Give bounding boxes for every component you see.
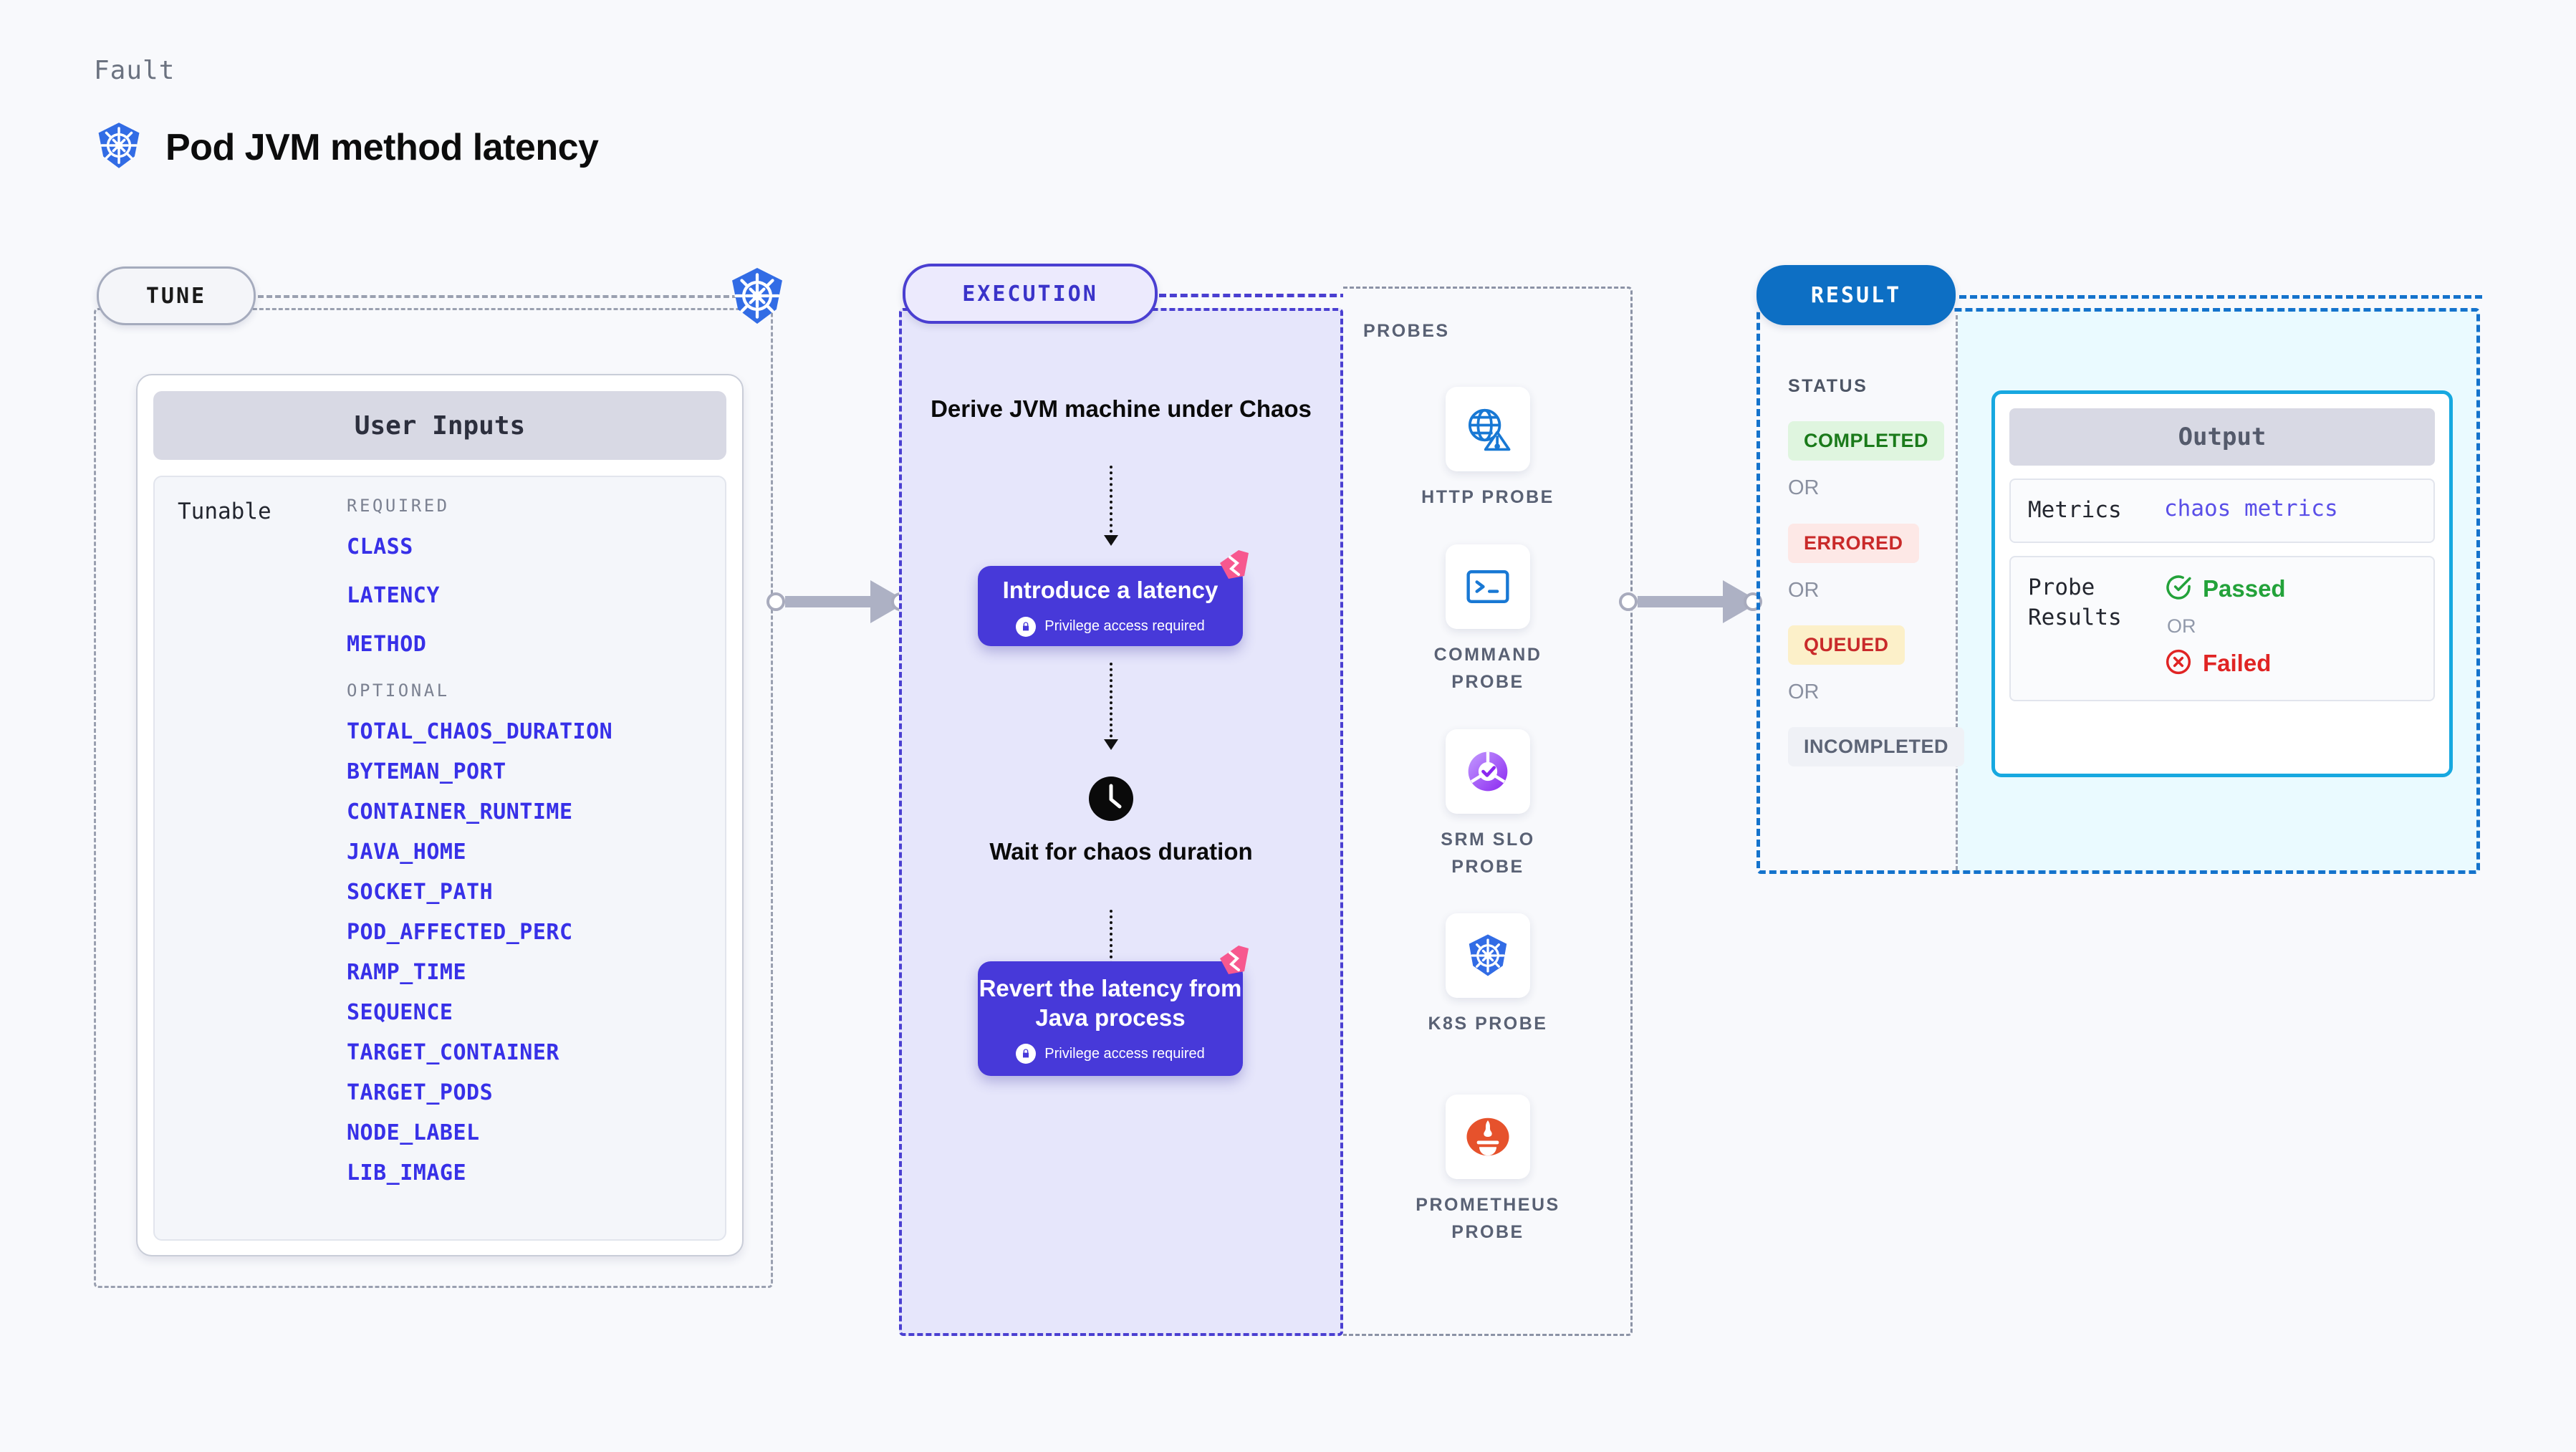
connector-dot-start	[1619, 592, 1638, 611]
terminal-icon	[1446, 544, 1530, 629]
result-dashed-connector	[1959, 295, 2482, 299]
execution-pill-label[interactable]: EXECUTION	[903, 264, 1158, 324]
execution-section	[899, 308, 1343, 1336]
probe-k8s[interactable]: K8S PROBE	[1409, 913, 1567, 1038]
status-or-2: OR	[1788, 579, 1820, 602]
param-container-runtime[interactable]: CONTAINER_RUNTIME	[347, 799, 573, 824]
user-inputs-title: User Inputs	[153, 391, 726, 460]
status-or-1: OR	[1788, 476, 1820, 499]
param-byteman-port[interactable]: BYTEMAN_PORT	[347, 759, 506, 784]
privilege-text: Privilege access required	[1044, 618, 1205, 635]
slo-gauge-check-icon	[1446, 729, 1530, 814]
eyebrow-fault: Fault	[94, 56, 176, 85]
connector-shaft	[785, 596, 873, 607]
probe-label: COMMAND PROBE	[1433, 645, 1542, 692]
probe-label: HTTP PROBE	[1421, 487, 1554, 507]
optional-params: TOTAL_CHAOS_DURATION BYTEMAN_PORT CONTAI…	[347, 719, 712, 1186]
privilege-text: Privilege access required	[1044, 1045, 1205, 1062]
litmus-logo-icon	[1214, 547, 1253, 585]
passed-label: Passed	[2203, 575, 2286, 602]
param-sequence[interactable]: SEQUENCE	[347, 1000, 453, 1025]
param-java-home[interactable]: JAVA_HOME	[347, 840, 467, 865]
execution-step-wait-chaos: Wait for chaos duration	[989, 838, 1253, 865]
param-class[interactable]: CLASS	[347, 534, 413, 559]
clock-icon	[1088, 776, 1134, 822]
status-badge-incompleted: INCOMPLETED	[1788, 727, 1965, 766]
connector-dot-start	[766, 592, 785, 611]
card-title: Revert the latency from Java process	[979, 974, 1242, 1031]
kubernetes-icon	[726, 265, 788, 327]
param-node-label[interactable]: NODE_LABEL	[347, 1120, 480, 1145]
status-badge-errored: ERRORED	[1788, 524, 1919, 563]
probe-label: K8S PROBE	[1428, 1014, 1548, 1034]
privilege-note: Privilege access required	[1016, 616, 1205, 637]
status-badge-queued: QUEUED	[1788, 625, 1905, 665]
param-pod-affected-perc[interactable]: POD_AFFECTED_PERC	[347, 920, 573, 945]
failed-label: Failed	[2203, 650, 2272, 677]
x-circle-icon	[2164, 648, 2193, 680]
output-title: Output	[2009, 408, 2435, 466]
status-badge-completed: COMPLETED	[1788, 421, 1945, 461]
result-pill-label[interactable]: RESULT	[1756, 265, 1956, 325]
tune-pill-label[interactable]: TUNE	[97, 266, 256, 325]
required-params: CLASS LATENCY METHOD	[347, 534, 712, 657]
execution-card-revert-latency[interactable]: Revert the latency from Java process Pri…	[978, 946, 1249, 1076]
probe-results-values: Passed OR Failed	[2164, 573, 2286, 680]
connector-execution-to-result	[1619, 580, 1762, 623]
output-row-probe-results: Probe Results Passed OR	[2009, 555, 2435, 701]
optional-group-label: OPTIONAL	[347, 681, 450, 701]
param-method[interactable]: METHOD	[347, 632, 427, 657]
flow-arrow-1	[1104, 466, 1118, 546]
lock-icon	[1016, 616, 1037, 637]
lock-icon	[1016, 1044, 1037, 1064]
page-title: Pod JVM method latency	[165, 126, 599, 168]
page-header: Pod JVM method latency	[94, 120, 599, 174]
litmus-logo-icon	[1214, 943, 1253, 980]
param-total-chaos-duration[interactable]: TOTAL_CHAOS_DURATION	[347, 719, 613, 744]
param-latency[interactable]: LATENCY	[347, 583, 440, 608]
probes-section-label: PROBES	[1363, 321, 1450, 341]
tune-dashed-connector	[258, 295, 738, 298]
output-card: Output Metrics chaos metrics Probe Resul…	[1991, 390, 2453, 777]
check-circle-icon	[2164, 573, 2193, 605]
result-column-divider	[1956, 315, 1958, 870]
card-title: Introduce a latency	[1002, 577, 1219, 604]
execution-card-introduce-latency[interactable]: Introduce a latency Privilege access req…	[978, 550, 1249, 646]
result-section	[1756, 308, 2480, 874]
flow-arrow-2	[1104, 663, 1118, 750]
metrics-key: Metrics	[2028, 497, 2122, 523]
status-or-3: OR	[1788, 681, 1820, 703]
status-label: STATUS	[1788, 376, 1868, 396]
required-group-label: REQUIRED	[347, 496, 450, 516]
kubernetes-icon	[94, 120, 144, 174]
param-ramp-time[interactable]: RAMP_TIME	[347, 960, 467, 985]
probe-results-key: Probe Results	[2028, 574, 2122, 630]
tunable-row-label: Tunable	[178, 499, 271, 524]
probe-label: SRM SLO PROBE	[1441, 830, 1535, 877]
connector-tune-to-execution	[766, 580, 910, 623]
param-socket-path[interactable]: SOCKET_PATH	[347, 880, 494, 905]
probe-result-failed: Failed	[2164, 648, 2286, 680]
probe-label: PROMETHEUS PROBE	[1416, 1195, 1560, 1242]
prometheus-icon	[1446, 1095, 1530, 1179]
param-lib-image[interactable]: LIB_IMAGE	[347, 1160, 467, 1186]
tune-section	[94, 308, 773, 1288]
user-inputs-card: User Inputs Tunable REQUIRED CLASS LATEN…	[136, 374, 744, 1256]
probe-result-passed: Passed	[2164, 573, 2286, 605]
param-target-pods[interactable]: TARGET_PODS	[347, 1080, 494, 1105]
param-target-container[interactable]: TARGET_CONTAINER	[347, 1040, 559, 1065]
metrics-value-link[interactable]: chaos metrics	[2164, 496, 2338, 521]
tunable-list: Tunable REQUIRED CLASS LATENCY METHOD OP…	[153, 476, 726, 1241]
probe-prometheus[interactable]: PROMETHEUS PROBE	[1409, 1095, 1567, 1246]
probe-srm-slo[interactable]: SRM SLO PROBE	[1409, 729, 1567, 880]
probe-result-or: OR	[2167, 615, 2196, 637]
probe-command[interactable]: COMMAND PROBE	[1409, 544, 1567, 696]
globe-warning-icon	[1446, 387, 1530, 471]
connector-shaft	[1638, 596, 1725, 607]
probe-http[interactable]: HTTP PROBE	[1409, 387, 1567, 511]
kubernetes-icon	[1446, 913, 1530, 998]
execution-step-derive-jvm: Derive JVM machine under Chaos	[931, 395, 1312, 422]
privilege-note: Privilege access required	[1016, 1044, 1205, 1064]
output-row-metrics: Metrics chaos metrics	[2009, 479, 2435, 543]
